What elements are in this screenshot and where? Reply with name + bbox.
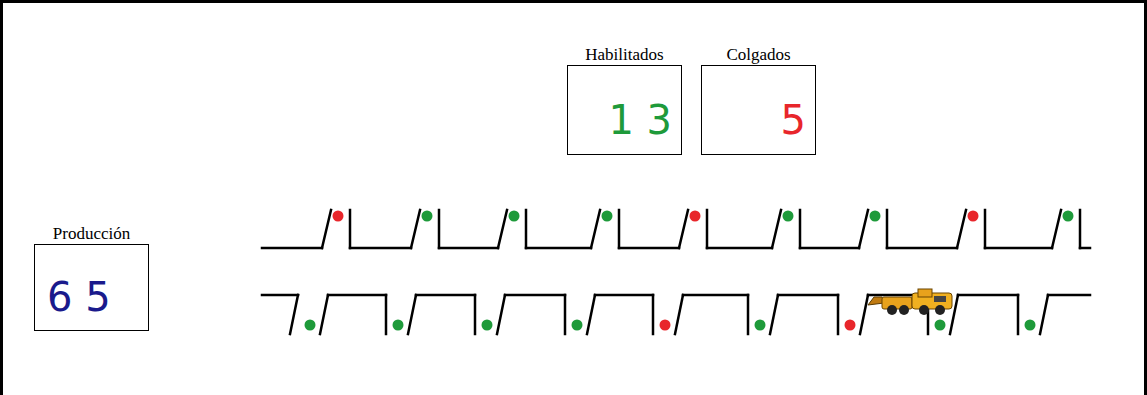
- drift-wall: [262, 294, 298, 297]
- drift-wall: [498, 210, 507, 248]
- drawpoint-status: [482, 320, 493, 331]
- drift-wall: [505, 294, 565, 297]
- drift-wall: [679, 210, 688, 248]
- drift-wall: [350, 247, 411, 250]
- drift-wall: [290, 295, 298, 334]
- drawpoint-status: [393, 320, 404, 331]
- drift-wall: [416, 294, 475, 297]
- drift-wall: [411, 210, 420, 248]
- drawpoint-status: [509, 211, 520, 222]
- drawpoint-status: [660, 320, 671, 331]
- drift-wall: [770, 295, 778, 334]
- drift-wall: [497, 295, 505, 334]
- drawpoint-status: [422, 211, 433, 222]
- counter-box: Producción6 5: [34, 244, 149, 331]
- drift-wall: [957, 210, 966, 248]
- drift-wall: [262, 247, 322, 250]
- drift-wall: [706, 210, 709, 248]
- drift-wall: [564, 295, 567, 334]
- drift-wall: [958, 294, 1018, 297]
- drift-wall: [778, 294, 838, 297]
- drift-wall: [772, 210, 781, 248]
- drift-wall: [747, 295, 750, 334]
- counter-value: 1 3: [608, 100, 672, 140]
- drift-wall: [438, 210, 441, 248]
- drawpoint-status: [602, 211, 613, 222]
- drift-wall: [591, 210, 600, 248]
- box-heading: Colgados: [701, 45, 816, 65]
- counter-box: Habilitados1 3: [567, 65, 682, 155]
- drift-wall: [652, 295, 655, 334]
- drift-wall: [985, 247, 1052, 250]
- drawpoint-status: [1025, 320, 1036, 331]
- drawpoint-status: [968, 211, 979, 222]
- box-heading: Producción: [34, 224, 149, 244]
- drift-wall: [1052, 210, 1061, 248]
- drift-wall: [526, 247, 591, 250]
- drift-wall: [474, 295, 477, 334]
- drawpoint-status: [1063, 211, 1074, 222]
- drift-wall: [887, 247, 957, 250]
- drift-wall: [707, 247, 772, 250]
- drift-wall: [525, 210, 528, 248]
- drift-outline: [262, 210, 1090, 334]
- drift-wall: [859, 210, 868, 248]
- counter-box: Colgados5: [701, 65, 816, 155]
- drift-wall: [618, 210, 621, 248]
- drawpoint-status: [305, 320, 316, 331]
- drawpoint-status: [755, 320, 766, 331]
- drift-wall: [619, 247, 679, 250]
- drift-wall: [322, 210, 331, 248]
- counter-value: 5: [781, 100, 806, 140]
- drift-wall: [675, 295, 683, 334]
- drift-wall: [683, 294, 748, 297]
- drift-wall: [1080, 247, 1090, 250]
- drift-wall: [320, 295, 328, 334]
- drift-wall: [837, 295, 840, 334]
- drift-wall: [886, 210, 889, 248]
- drift-wall: [587, 295, 595, 334]
- drift-wall: [984, 210, 987, 248]
- box-heading: Habilitados: [567, 45, 682, 65]
- drift-wall: [328, 294, 386, 297]
- drawpoint-status: [845, 320, 856, 331]
- lhd-loader: [868, 289, 952, 315]
- drawpoint-status: [690, 211, 701, 222]
- drift-wall: [408, 295, 416, 334]
- drift-wall: [385, 295, 388, 334]
- drawpoint-status: [333, 211, 344, 222]
- drift-wall: [800, 247, 859, 250]
- drift-wall: [439, 247, 498, 250]
- drift-wall: [1040, 295, 1048, 334]
- drift-wall: [1079, 210, 1082, 248]
- drift-wall: [1048, 294, 1090, 297]
- drawpoint-status: [935, 320, 946, 331]
- drawpoint-status: [783, 211, 794, 222]
- drift-wall: [1017, 295, 1020, 334]
- drawpoint-status: [572, 320, 583, 331]
- drift-wall: [860, 295, 868, 334]
- drift-wall: [595, 294, 653, 297]
- drift-wall: [349, 210, 352, 248]
- counter-value: 6 5: [47, 277, 111, 317]
- drawpoint-dots: [305, 211, 1074, 331]
- drawpoint-status: [870, 211, 881, 222]
- drift-wall: [799, 210, 802, 248]
